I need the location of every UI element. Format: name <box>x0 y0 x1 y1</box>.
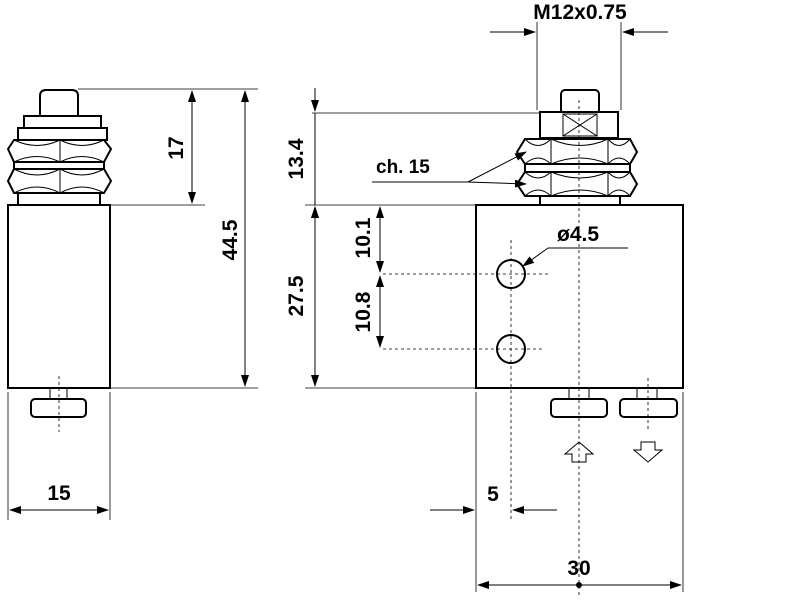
side-view: 17 44.5 15 <box>6 88 258 520</box>
front-nut-lower <box>515 171 639 197</box>
dim-thread-height: 13.4 <box>285 138 308 179</box>
dim-hole-offset-left: 5 <box>487 483 499 506</box>
dim-body-height: 27.5 <box>285 275 308 316</box>
front-view: M12x0.75 13.4 27.5 10.1 10.8 ch. 15 ø4.5… <box>285 1 684 598</box>
callout-nut-size: ch. 15 <box>376 157 430 178</box>
side-bottom-button <box>30 398 87 418</box>
up-arrow-icon <box>563 441 595 463</box>
side-nut-lower <box>6 168 113 194</box>
front-button-right <box>619 398 678 418</box>
side-plunger <box>39 89 79 119</box>
dim-side-width: 15 <box>47 482 71 505</box>
front-plunger <box>560 89 600 115</box>
dim-hole-offset-top: 10.1 <box>352 217 375 258</box>
dim-hole-spacing: 10.8 <box>352 291 375 332</box>
dim-total-height: 44.5 <box>219 219 242 260</box>
dim-actuator-height: 17 <box>165 136 188 159</box>
front-nut-upper <box>515 138 639 165</box>
down-arrow-icon <box>632 441 664 463</box>
dim-thread: M12x0.75 <box>533 1 627 24</box>
side-body <box>7 204 111 389</box>
dim-front-width: 30 <box>567 557 590 580</box>
callout-hole-diameter: ø4.5 <box>557 223 599 246</box>
side-nut-upper <box>6 139 113 163</box>
